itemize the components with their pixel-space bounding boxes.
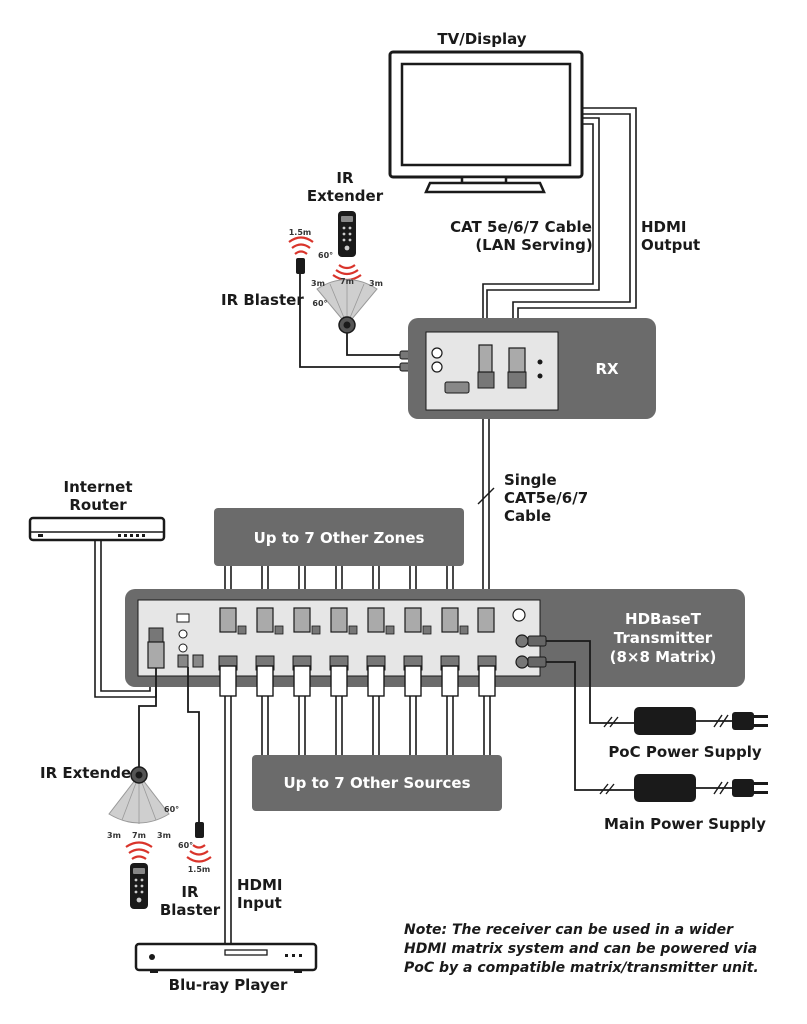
ir-range-3m-left-bottom: 3m [107, 831, 121, 840]
hdmi-input-cable [224, 696, 232, 948]
ir-blaster-top-label: IR Blaster [221, 291, 304, 309]
other-sources-label: Up to 7 Other Sources [283, 774, 470, 792]
hdmi-input-plugs [219, 665, 496, 697]
ir-signal-icon-bottom [125, 841, 153, 860]
ir-blaster-bottom-label-1: IR [181, 883, 199, 901]
rx-label: RX [595, 360, 619, 378]
ir-blaster-angle-bottom: 60° [178, 841, 193, 850]
ir-angle-top-extender: 60° [312, 299, 327, 308]
ir-extender-top-label-1: IR [336, 169, 354, 187]
hdmi-output-label-2: Output [641, 236, 700, 254]
internet-router-label-2: Router [69, 496, 127, 514]
hdmi-input-label-2: Input [237, 894, 282, 912]
bluray-player-icon [134, 942, 318, 973]
power-cables [546, 640, 732, 791]
ir-blaster-range-top: 1.5m [289, 228, 312, 237]
single-cat-cable [477, 419, 495, 600]
ir-blaster-signal-icon-bottom [186, 844, 212, 863]
ir-range-7m-top: 7m [340, 277, 354, 286]
note-line-2: HDMI matrix system and can be powered vi… [404, 941, 757, 957]
ir-angle-bottom-extender: 60° [164, 805, 179, 814]
single-cable-label-3: Cable [504, 507, 551, 525]
remote-control-icon-top [338, 211, 356, 257]
ir-blaster-cable-bottom [187, 667, 200, 822]
main-power-label: Main Power Supply [604, 815, 766, 833]
ir-receive-cone-bottom [108, 766, 170, 824]
transmitter-label-1: HDBaseT [625, 610, 702, 628]
note-line-1: Note: The receiver can be used in a wide… [404, 922, 734, 938]
poc-power-supply [603, 707, 729, 735]
other-zones-label: Up to 7 Other Zones [254, 529, 425, 547]
ir-range-7m-bottom: 7m [132, 831, 146, 840]
hdmi-output-label-1: HDMI [641, 218, 687, 236]
source-cables [261, 696, 491, 755]
ir-blaster-emitter-top [296, 258, 305, 274]
rx-cable-plugs [478, 344, 526, 373]
other-zones-box [214, 508, 464, 566]
hdmi-input-label-1: HDMI [237, 876, 283, 894]
ir-blaster-emitter-bottom [195, 822, 204, 838]
hdbaset-output-ports [219, 607, 495, 635]
ir-blaster-range-bottom: 1.5m [188, 865, 211, 874]
single-cable-label-2: CAT5e/6/7 [504, 489, 588, 507]
ir-extender-cable-bottom [138, 668, 157, 770]
internet-router-label-1: Internet [63, 478, 132, 496]
note-line-3: PoC by a compatible matrix/transmitter u… [404, 960, 759, 976]
bluray-label: Blu-ray Player [169, 976, 288, 994]
remote-control-icon-bottom [130, 863, 148, 909]
single-cable-label-1: Single [504, 471, 557, 489]
ir-range-3m-right-top: 3m [369, 279, 383, 288]
tv-cables [482, 107, 637, 348]
rx-rear-panel [425, 331, 559, 411]
tv-display [388, 50, 584, 194]
ir-range-3m-left-top: 3m [311, 279, 325, 288]
ir-blaster-bottom-label-2: Blaster [160, 901, 221, 919]
transmitter-label-3: (8×8 Matrix) [610, 648, 717, 666]
transmitter-power-ports [512, 608, 547, 669]
transmitter-label-2: Transmitter [614, 629, 713, 647]
ir-receive-cone-top [316, 279, 378, 334]
poc-power-label: PoC Power Supply [608, 743, 762, 761]
main-power-supply [599, 774, 729, 802]
transmitter-control-ports [147, 613, 204, 669]
ir-extender-bottom-label: IR Extender [40, 764, 139, 782]
tv-display-label: TV/Display [437, 30, 526, 48]
ir-blaster-angle-top: 60° [318, 251, 333, 260]
ir-range-3m-right-bottom: 3m [157, 831, 171, 840]
main-plug-icon [732, 779, 768, 797]
poc-plug-icon [732, 712, 768, 730]
ir-blaster-signal-icon-top [288, 236, 314, 255]
ir-extender-top-label-2: Extender [307, 187, 384, 205]
cat-cable-label-1: CAT 5e/6/7 Cable [450, 218, 592, 236]
other-sources-box [252, 755, 502, 811]
ir-cables-top [299, 274, 400, 368]
internet-router-icon [28, 516, 166, 542]
cat-cable-label-2: (LAN Serving) [475, 236, 592, 254]
